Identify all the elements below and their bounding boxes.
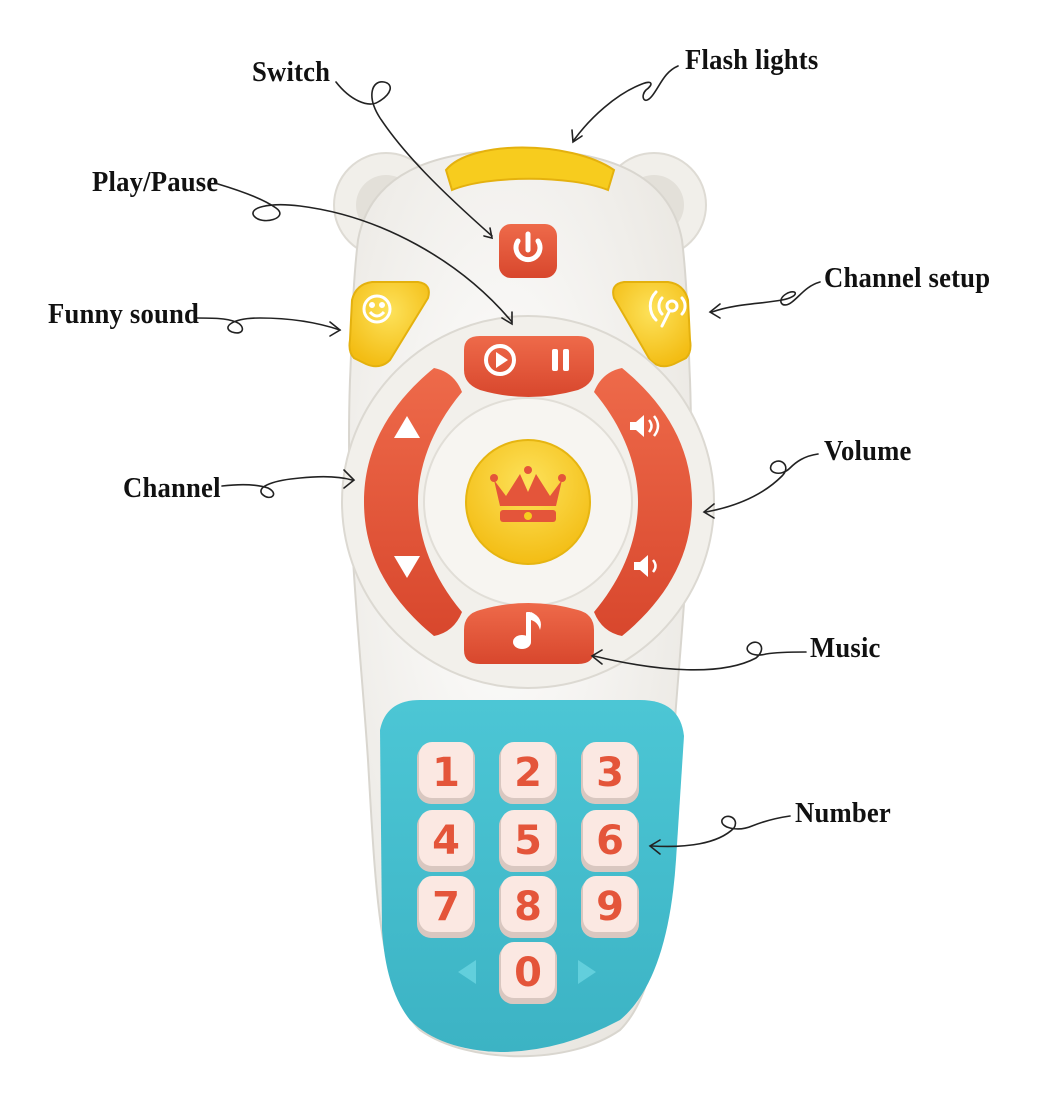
- number-key-label: 9: [596, 884, 624, 930]
- channel-arc-button[interactable]: [364, 368, 462, 636]
- music-note-icon: [513, 612, 541, 649]
- number-key-label: 5: [514, 818, 542, 864]
- switch-button[interactable]: [499, 224, 557, 278]
- triangle-up-icon: [394, 416, 420, 438]
- speaker-soft-icon: [634, 555, 657, 577]
- number-key-label: 4: [432, 818, 460, 864]
- signal-icon: [648, 290, 687, 328]
- volume-arc-button[interactable]: [594, 368, 692, 636]
- play-icon: [484, 344, 516, 376]
- number-key-1[interactable]: 1: [417, 742, 475, 804]
- power-icon: [513, 231, 543, 263]
- number-key-7[interactable]: 7: [417, 876, 475, 938]
- label-funny-sound: Funny sound: [48, 298, 200, 330]
- pause-icon: [552, 349, 569, 371]
- number-key-5[interactable]: 5: [499, 810, 557, 872]
- label-play-pause: Play/Pause: [92, 166, 219, 198]
- number-key-6[interactable]: 6: [581, 810, 639, 872]
- number-key-3[interactable]: 3: [581, 742, 639, 804]
- label-music: Music: [810, 632, 881, 664]
- number-key-2[interactable]: 2: [499, 742, 557, 804]
- triangle-down-icon: [394, 556, 420, 578]
- number-key-0[interactable]: 0: [499, 942, 557, 1004]
- number-key-label: 2: [514, 750, 542, 796]
- label-switch: Switch: [252, 56, 331, 88]
- play-pause-button[interactable]: [464, 336, 594, 397]
- label-flash-lights: Flash lights: [685, 44, 819, 76]
- speaker-loud-icon: [630, 415, 660, 437]
- music-button[interactable]: [464, 603, 594, 664]
- number-key-label: 0: [514, 950, 542, 996]
- number-key-label: 6: [596, 818, 624, 864]
- label-volume: Volume: [824, 435, 912, 467]
- label-channel-setup: Channel setup: [824, 262, 991, 294]
- left-arrow-icon: [458, 960, 476, 984]
- right-arrow-icon: [578, 960, 596, 984]
- crown-button[interactable]: [465, 439, 591, 565]
- number-key-label: 3: [596, 750, 624, 796]
- crown-icon: [490, 466, 566, 522]
- channel-setup-button[interactable]: [612, 281, 692, 368]
- number-key-label: 1: [432, 750, 460, 796]
- number-key-4[interactable]: 4: [417, 810, 475, 872]
- label-number: Number: [795, 797, 891, 829]
- number-key-8[interactable]: 8: [499, 876, 557, 938]
- number-key-9[interactable]: 9: [581, 876, 639, 938]
- number-key-label: 7: [432, 884, 460, 930]
- label-channel: Channel: [123, 472, 221, 504]
- number-key-label: 8: [514, 884, 542, 930]
